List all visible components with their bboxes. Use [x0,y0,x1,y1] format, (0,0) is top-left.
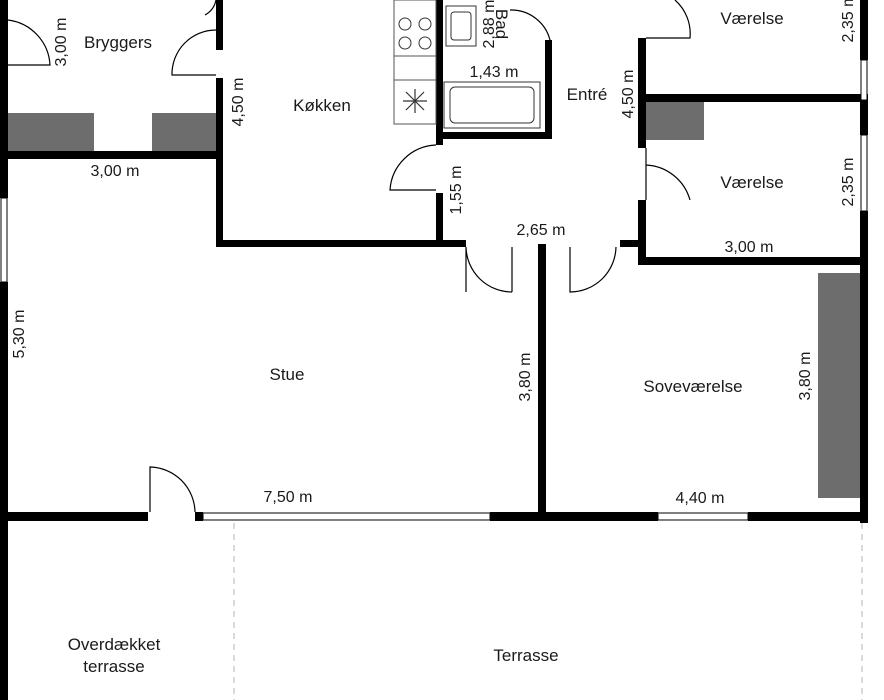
label-overdaekket-2: terrasse [83,657,144,676]
label-vaerelse-1: Værelse [720,9,783,28]
label-vaerelse-2: Værelse [720,173,783,192]
dim-stue-width: 7,50 m [264,489,313,506]
label-terrasse: Terrasse [493,646,558,665]
door-vaerelse-2 [645,148,691,201]
dim-bad-height: 2,88 m [481,0,498,48]
door-bryggers-top [204,0,217,16]
vaerelse-wardrobe [646,102,704,140]
dim-stue-mid-height: 3,80 m [517,353,534,402]
door-bath [509,9,551,41]
snowflake-icon [403,89,427,113]
terrace-outline [233,523,863,700]
door-bryggers-left [7,19,51,66]
stove-icon [398,17,432,50]
vaerelse-2-window [860,134,868,212]
door-bryggers-kitchen [171,29,217,76]
door-entre-kitchen [389,144,437,191]
bryggers-cabinet-right [152,113,216,151]
door-stue [465,246,513,293]
bryggers-cabinet-left [8,113,94,151]
windows [0,59,868,521]
label-stue: Stue [270,365,305,384]
dim-sove-width: 4,40 m [676,490,725,507]
dim-bad-width: 1,43 m [470,64,519,81]
door-terrace [149,466,196,513]
dim-vaerelse-2-width: 3,00 m [725,239,774,256]
dim-entre-height: 4,50 m [620,70,637,119]
room-labels: Bryggers Køkken Bad Entré Værelse Værels… [68,9,784,676]
door-sove [569,246,617,293]
stue-side-window [0,197,8,283]
fixtures [8,0,860,498]
kitchen-counter [393,0,437,125]
dim-vaerelse-1-height: 2,35 m [840,0,857,42]
dim-stue-height: 5,30 m [11,310,28,359]
label-sovevaerelse: Soveværelse [643,377,742,396]
door-vaerelse-1 [646,0,691,39]
dim-bryggers-width: 3,00 m [91,163,140,180]
bath-sink [445,5,477,47]
dim-entre-lower-height: 1,55 m [448,166,465,215]
label-entre: Entré [567,85,608,104]
label-overdaekket-1: Overdækket [68,635,161,654]
dimension-labels: 3,00 m 3,00 m 4,50 m 2,88 m 1,43 m 4,50 … [11,0,857,507]
vaerelse-1-window [860,59,868,101]
bathtub [443,81,541,129]
dim-kokken-height: 4,50 m [230,78,247,127]
sove-window [657,512,749,521]
label-kokken: Køkken [293,96,351,115]
doors [7,0,691,513]
sove-wardrobe [818,273,860,498]
dim-vaerelse-2-height: 2,35 m [840,158,857,207]
dim-bryggers-height: 3,00 m [53,18,70,67]
dim-entre-width: 2,65 m [517,222,566,239]
label-bad: Bad [492,9,511,39]
dim-sove-height: 3,80 m [797,352,814,401]
label-bryggers: Bryggers [84,33,152,52]
stue-window [202,512,491,521]
